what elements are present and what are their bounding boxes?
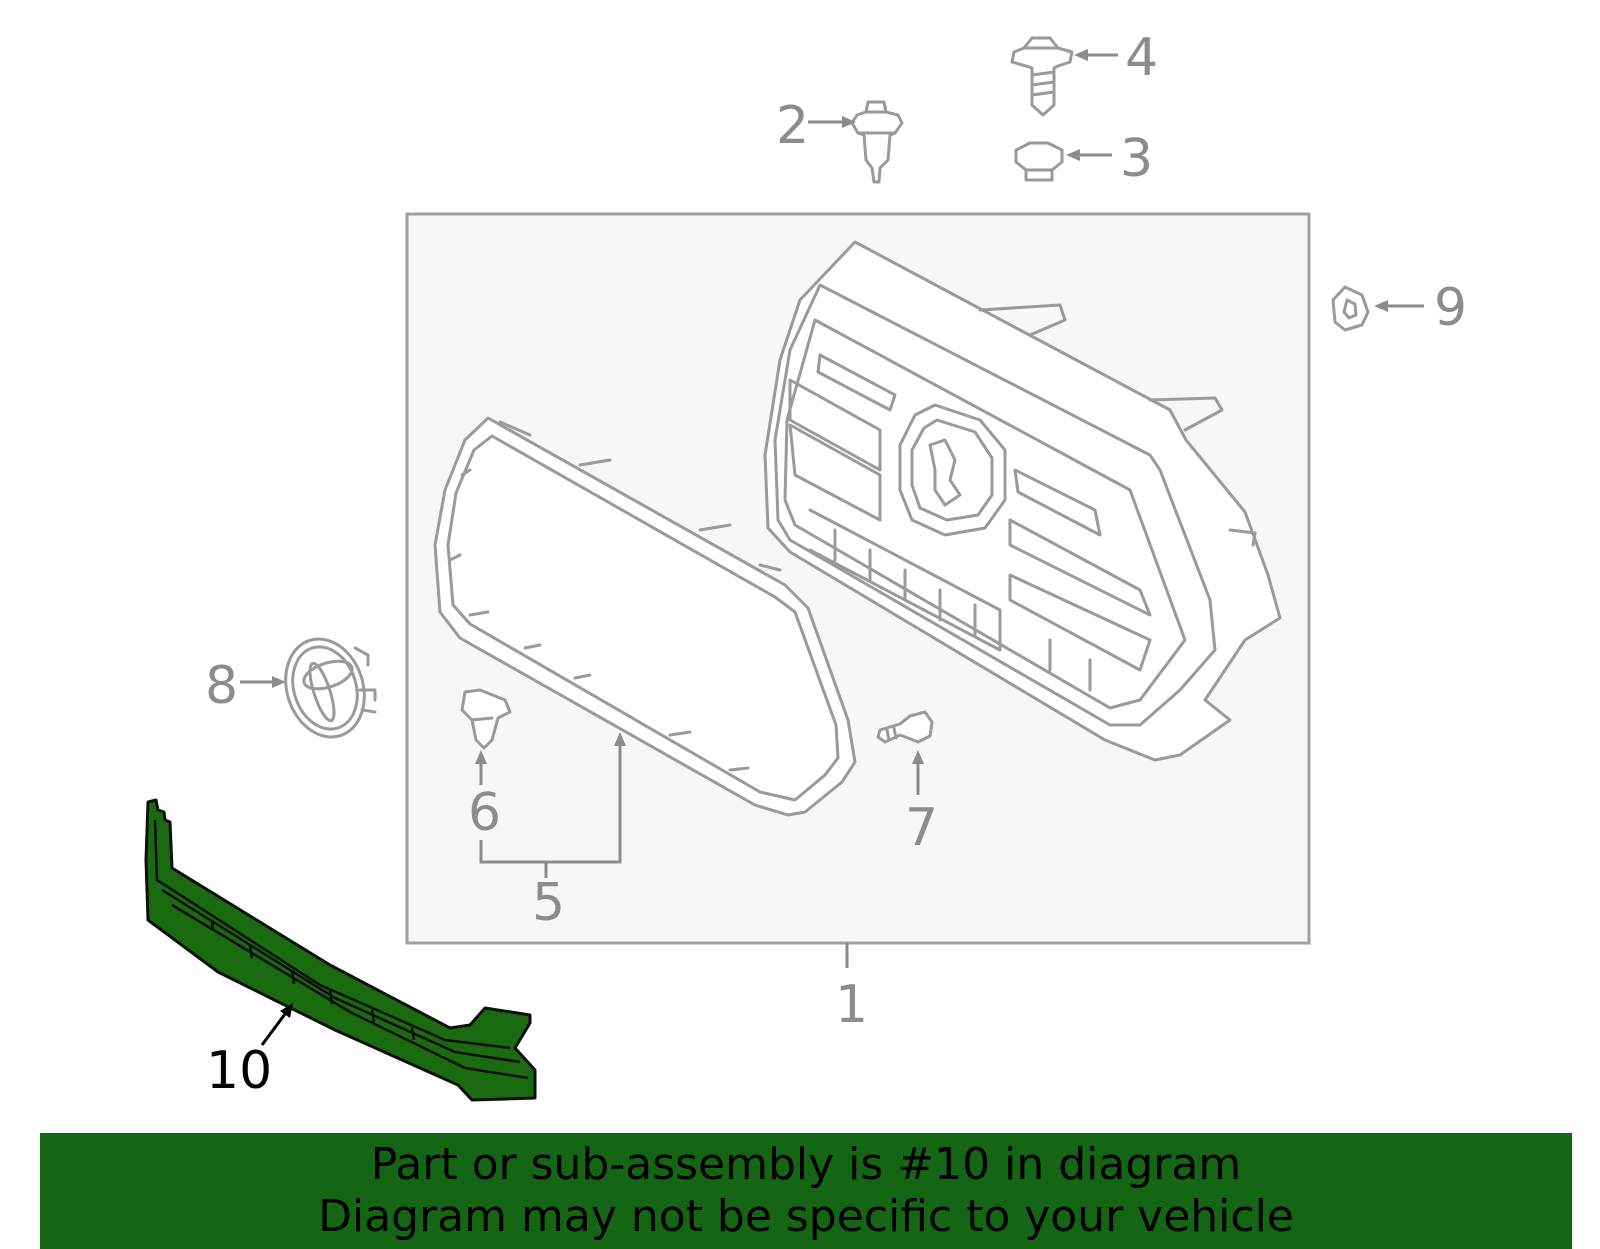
- leader-8-arrowhead: [272, 676, 286, 688]
- callout-5[interactable]: 5: [532, 873, 565, 933]
- leader-9-arrowhead: [1374, 300, 1388, 312]
- callout-10[interactable]: 10: [206, 1041, 272, 1101]
- banner-line-1: Part or sub-assembly is #10 in diagram: [370, 1139, 1242, 1190]
- leader-4-arrowhead: [1074, 49, 1088, 61]
- leader-2-arrowhead: [842, 116, 856, 128]
- part-8-emblem[interactable]: [273, 629, 377, 748]
- part-2-clip[interactable]: [850, 100, 904, 184]
- callout-6[interactable]: 6: [468, 783, 501, 843]
- leader-6-arrowhead: [475, 750, 487, 764]
- leader-3-arrowhead: [1066, 149, 1080, 161]
- leader-7-arrowhead: [912, 750, 924, 764]
- part-7-bolt[interactable]: [876, 710, 934, 744]
- leader-10: [260, 1009, 290, 1046]
- grille-molding[interactable]: [433, 416, 857, 817]
- leader-5-bracket: [479, 740, 622, 864]
- part-9-nut[interactable]: [1331, 285, 1370, 332]
- part-4-bolt[interactable]: [1010, 36, 1074, 117]
- callout-2[interactable]: 2: [776, 96, 809, 156]
- callout-3[interactable]: 3: [1120, 129, 1153, 189]
- callout-4[interactable]: 4: [1125, 28, 1158, 88]
- grille-shell[interactable]: [763, 240, 1282, 762]
- leader-5-arrowhead: [614, 732, 626, 746]
- part-3-nut[interactable]: [1014, 141, 1064, 182]
- callout-9[interactable]: 9: [1434, 278, 1467, 338]
- leader-10-arrowhead: [280, 1003, 293, 1018]
- info-banner: Part or sub-assembly is #10 in diagram D…: [40, 1133, 1572, 1249]
- part-6-clip[interactable]: [460, 688, 512, 750]
- part-10-lower-molding[interactable]: [144, 798, 537, 1102]
- callout-7[interactable]: 7: [905, 798, 938, 858]
- callout-1[interactable]: 1: [835, 975, 868, 1035]
- banner-line-2: Diagram may not be specific to your vehi…: [318, 1191, 1294, 1242]
- callout-8[interactable]: 8: [205, 656, 238, 716]
